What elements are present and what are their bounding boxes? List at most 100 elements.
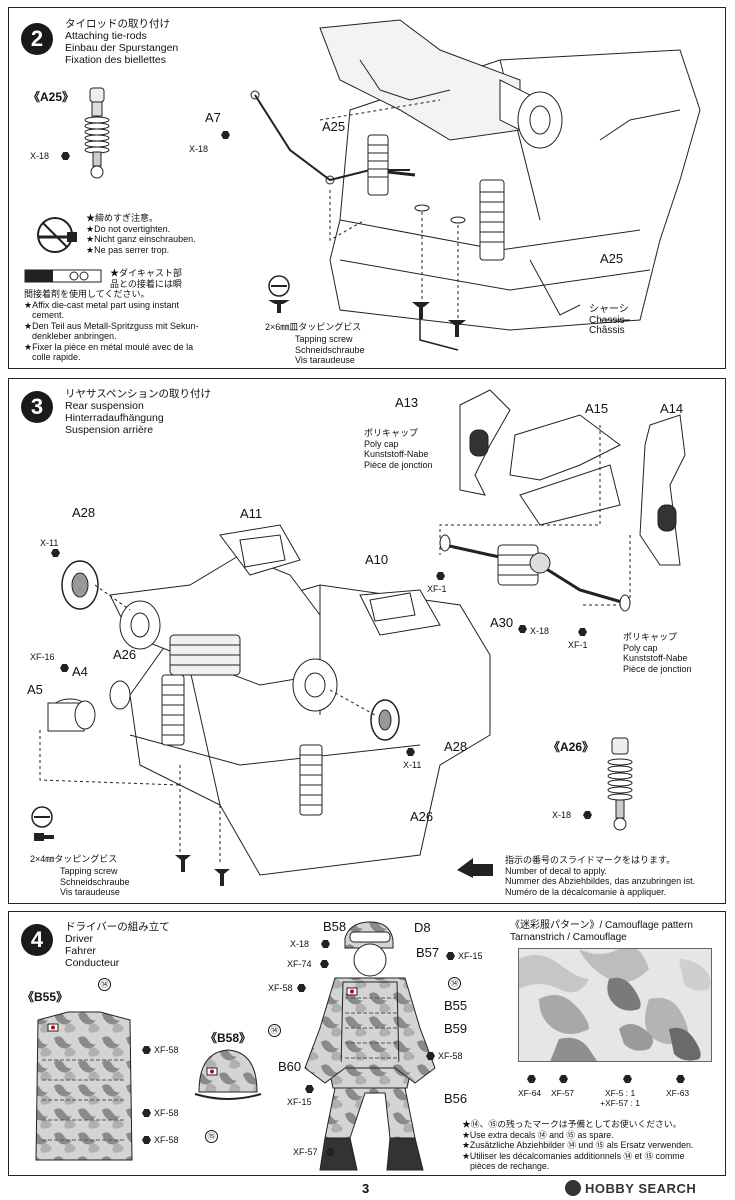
- diecast-note: ★ダイキャスト部 品との接着には瞬 間接着剤を使用してください。 ★Affix …: [24, 268, 199, 362]
- a25-callout: 《A25》: [28, 90, 75, 104]
- step4-number: 4: [21, 924, 53, 956]
- x18-left-hex: [61, 152, 70, 160]
- xf58-c-hex: [142, 1136, 151, 1144]
- label-a4: A4: [72, 664, 88, 679]
- xf15-top-hex: [446, 952, 455, 960]
- a26-shock-illustration: [607, 737, 633, 831]
- xf1-right-hex: [578, 628, 587, 636]
- label-xf16: XF-16: [30, 652, 55, 662]
- label-xf15-top: XF-15: [458, 951, 483, 961]
- label-x18: X-18: [189, 144, 209, 154]
- x11-bottom-hex: [406, 748, 415, 756]
- camo-xf5-hex: [623, 1075, 632, 1083]
- label-xf58-left: XF-58: [268, 983, 293, 993]
- xf58-c-label: XF-58: [154, 1135, 179, 1145]
- xf58-a-hex: [142, 1046, 151, 1054]
- step3-screw-size: 2×4㎜タッピングビス: [30, 854, 118, 864]
- no-overtighten-icon: [37, 217, 77, 253]
- label-b58: B58: [323, 919, 347, 934]
- watermark-logo-icon: [565, 1180, 581, 1196]
- step2-title: タイロッドの取り付け Attaching tie-rods Einbau der…: [65, 18, 179, 66]
- camo-xf57: XF-57: [551, 1088, 575, 1098]
- label-xf1-right: XF-1: [568, 640, 588, 650]
- decal14-chest: ⑭: [268, 1024, 281, 1037]
- label-a28-bottom: A28: [444, 739, 468, 754]
- vest-illustration: [35, 1011, 133, 1161]
- polycap-top-label: ポリキャップ Poly cap Kunststoff-Nabe Pièce de…: [364, 428, 433, 470]
- label-a7: A7: [205, 110, 221, 125]
- xf57-hex: [326, 1148, 335, 1156]
- b55-callout: 《B55》: [22, 990, 69, 1004]
- x18-left-label: X-18: [30, 151, 50, 161]
- label-a26-bottom: A26: [410, 809, 434, 824]
- polycap-right-label: ポリキャップ Poly cap Kunststoff-Nabe Pièce de…: [623, 632, 692, 674]
- step3-screw-names: Tapping screw Schneidschraube Vis taraud…: [60, 866, 130, 897]
- step2-screw-names: Tapping screw Schneidschraube Vis taraud…: [295, 334, 365, 365]
- instant-cement-icon: [24, 269, 102, 283]
- camo-xf63-hex: [676, 1075, 685, 1083]
- camo-xf64: XF-64: [518, 1088, 542, 1098]
- label-a30: A30: [490, 615, 514, 630]
- label-xf1-left: XF-1: [427, 584, 447, 594]
- front-chassis-drawing: [250, 19, 701, 351]
- label-b59: B59: [444, 1021, 468, 1036]
- camo-xf64-hex: [527, 1075, 536, 1083]
- decal14-arm: ⑭: [448, 977, 461, 990]
- camo-xf57-mix: +XF-57 : 1: [600, 1098, 640, 1108]
- label-a25-top: A25: [322, 119, 346, 134]
- label-a25-right: A25: [600, 251, 624, 266]
- label-xf15-bottom: XF-15: [287, 1097, 312, 1107]
- label-x18-a30: X-18: [530, 626, 550, 636]
- overtighten-warning: ★締めすぎ注意。 ★Do not overtighten. ★Nicht gan…: [86, 213, 196, 255]
- camo-pattern-swatch: [518, 948, 712, 1062]
- step2-number: 2: [21, 23, 53, 55]
- spare-decal-note: ★⑭、⑮の残ったマークは予備としてお使いください。 ★Use extra dec…: [462, 1119, 694, 1171]
- xf1-left-hex: [436, 572, 445, 580]
- label-a14: A14: [660, 401, 684, 416]
- label-a28-top: A28: [72, 505, 96, 520]
- helmet-illustration: [194, 1049, 262, 1100]
- xf58-b-label: XF-58: [154, 1108, 179, 1118]
- x11-top-hex: [51, 549, 60, 557]
- page-number: 3: [362, 1181, 370, 1196]
- label-d8: D8: [414, 920, 431, 935]
- label-b60: B60: [278, 1059, 302, 1074]
- decal14-vest: ⑭: [98, 978, 111, 991]
- xf74-hex: [320, 960, 329, 968]
- driver-figure-illustration: [304, 921, 436, 1171]
- label-x18: X-18: [290, 939, 310, 949]
- label-b56: B56: [444, 1091, 468, 1106]
- step2-screw-size: 2×6㎜皿タッピングビス: [265, 322, 362, 332]
- label-a15: A15: [585, 401, 609, 416]
- x18-hex: [221, 131, 230, 139]
- xf15-bottom-hex: [305, 1085, 314, 1093]
- xf58-a-label: XF-58: [154, 1045, 179, 1055]
- camo-xf63: XF-63: [666, 1088, 690, 1098]
- label-a13: A13: [395, 395, 419, 410]
- decal-arrow-icon: [457, 858, 493, 878]
- step3-title: リヤサスペンションの取り付け Rear suspension Hinterrad…: [65, 388, 212, 436]
- label-a11: A11: [240, 506, 263, 521]
- label-x11-top: X-11: [40, 538, 59, 548]
- label-b57: B57: [416, 945, 440, 960]
- chassis-label: シャーシ Chassis Châssis: [589, 304, 629, 336]
- x18-hex: [321, 940, 330, 948]
- a26-callout: 《A26》: [548, 740, 595, 754]
- label-b55: B55: [444, 998, 468, 1013]
- watermark: HOBBY SEARCH: [565, 1180, 696, 1196]
- camo-xf5: XF-5 : 1: [605, 1088, 636, 1098]
- label-x11-bottom: X-11: [403, 760, 422, 770]
- xf58-right-hex: [426, 1052, 435, 1060]
- shock-absorber-illustration: [84, 87, 110, 179]
- label-xf74: XF-74: [287, 959, 312, 969]
- label-xf57: XF-57: [293, 1147, 318, 1157]
- label-a5: A5: [27, 682, 43, 697]
- b58-callout: 《B58》: [205, 1031, 252, 1045]
- rear-suspension-drawing: [39, 389, 686, 886]
- screw-bag-icon: [268, 275, 290, 313]
- step3-screw-icon: [31, 806, 54, 841]
- decal15-helmet: ⑮: [205, 1130, 218, 1143]
- step3-number: 3: [21, 391, 53, 423]
- label-xf58-right: XF-58: [438, 1051, 463, 1061]
- label-a26-left: A26: [113, 647, 137, 662]
